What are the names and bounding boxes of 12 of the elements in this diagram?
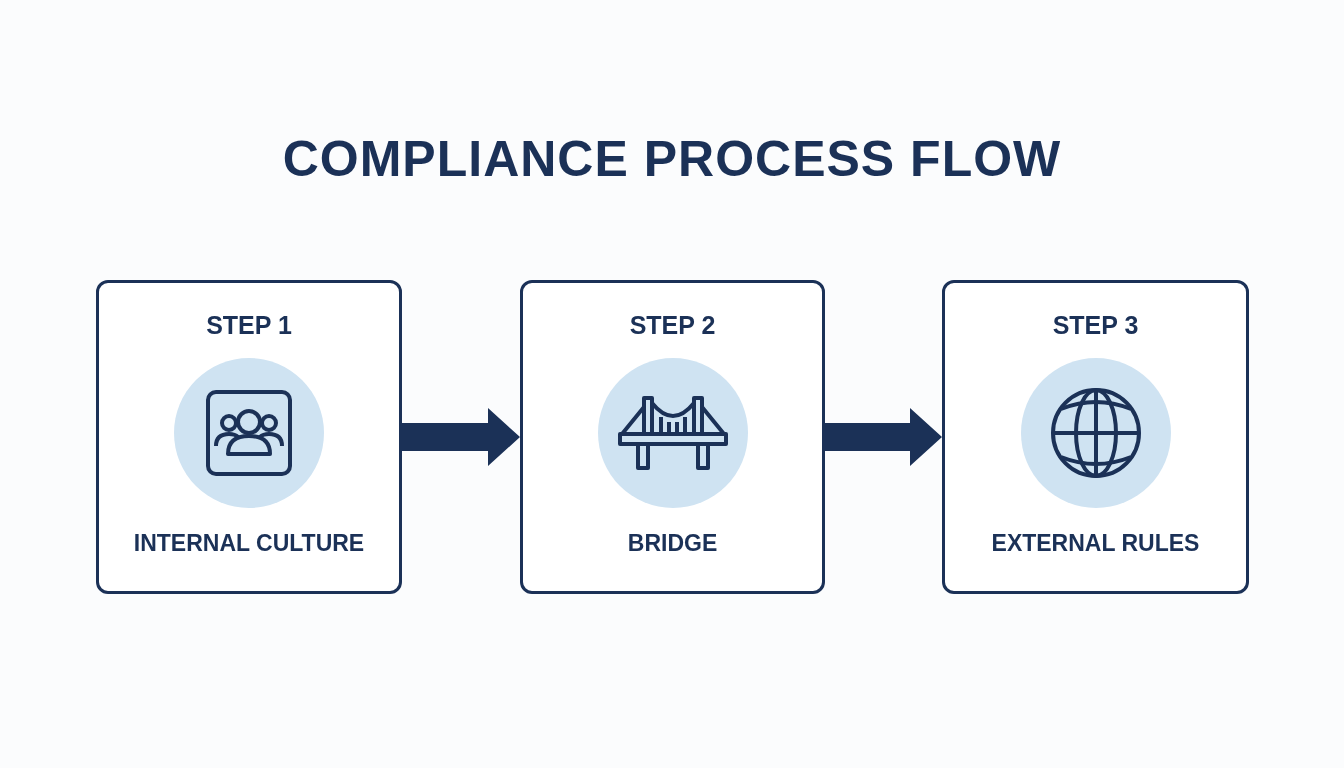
step-number: STEP 1 bbox=[206, 311, 292, 340]
step-card bbox=[942, 280, 1249, 594]
step-label: INTERNAL CULTURE bbox=[133, 530, 365, 557]
step-card bbox=[96, 280, 402, 594]
block-arrow bbox=[825, 408, 942, 466]
step-number: STEP 2 bbox=[629, 311, 716, 340]
step-label: EXTERNAL RULES bbox=[991, 530, 1200, 557]
block-arrow bbox=[402, 408, 520, 466]
step-label: BRIDGE bbox=[627, 530, 718, 557]
diagram-title: COMPLIANCE PROCESS FLOW bbox=[282, 130, 1062, 188]
step-card bbox=[520, 280, 825, 594]
step-number: STEP 3 bbox=[1052, 311, 1139, 340]
